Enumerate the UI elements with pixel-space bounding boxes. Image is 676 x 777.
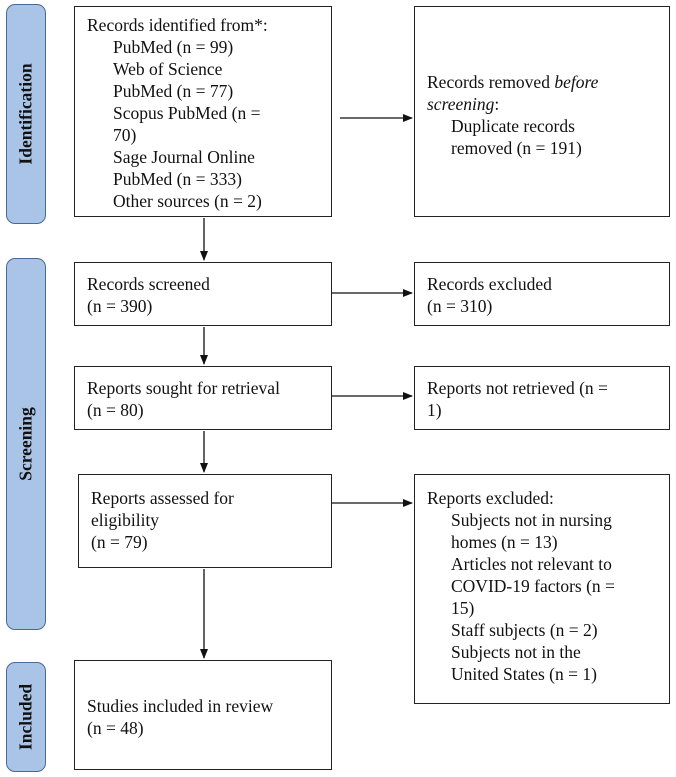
reports-assessed-label: Reports assessed for bbox=[91, 488, 234, 508]
records-removed-title-2: screening: bbox=[427, 93, 499, 115]
records-excluded-label: Records excluded bbox=[427, 274, 552, 294]
stage-screening: Screening bbox=[6, 258, 46, 630]
reports-excluded-title: Reports excluded: bbox=[427, 488, 554, 508]
reports-excluded-item: homes (n = 13) bbox=[451, 532, 558, 552]
records-excluded-count: (n = 310) bbox=[427, 296, 493, 316]
reports-sought-count: (n = 80) bbox=[87, 400, 144, 420]
source-line: Other sources (n = 2) bbox=[113, 191, 262, 211]
studies-included-count: (n = 48) bbox=[87, 718, 144, 738]
reports-excluded-box: Reports excluded: Subjects not in nursin… bbox=[414, 474, 670, 704]
reports-excluded-item: Subjects not in nursing bbox=[451, 510, 612, 530]
studies-included-box: Studies included in review (n = 48) bbox=[74, 660, 332, 770]
reports-not-retrieved-box: Reports not retrieved (n = 1) bbox=[414, 366, 670, 430]
source-line: Sage Journal Online bbox=[113, 147, 255, 167]
reports-not-retrieved-label: Reports not retrieved (n = bbox=[427, 378, 608, 398]
records-screened-label: Records screened bbox=[87, 274, 210, 294]
reports-excluded-item: Subjects not in the bbox=[451, 642, 581, 662]
reports-excluded-item: Staff subjects (n = 2) bbox=[451, 620, 598, 640]
reports-sought-box: Reports sought for retrieval (n = 80) bbox=[74, 366, 332, 430]
reports-sought-label: Reports sought for retrieval bbox=[87, 378, 280, 398]
stage-identification: Identification bbox=[6, 4, 46, 224]
records-removed-detail: removed (n = 191) bbox=[451, 138, 582, 158]
reports-assessed-box: Reports assessed for eligibility (n = 79… bbox=[78, 474, 332, 568]
records-removed-prefix: Records removed bbox=[427, 72, 555, 92]
reports-excluded-item: 15) bbox=[451, 598, 475, 618]
reports-excluded-item: COVID-19 factors (n = bbox=[451, 576, 615, 596]
source-line: Web of Science bbox=[113, 59, 223, 79]
source-line: PubMed (n = 77) bbox=[113, 81, 234, 101]
reports-not-retrieved-count: 1) bbox=[427, 400, 442, 420]
reports-excluded-item: Articles not relevant to bbox=[451, 554, 612, 574]
records-excluded-box: Records excluded (n = 310) bbox=[414, 262, 670, 326]
source-line: PubMed (n = 333) bbox=[113, 169, 242, 189]
source-line: 70) bbox=[113, 125, 137, 145]
records-removed-detail: Duplicate records bbox=[451, 116, 575, 136]
records-removed-emph2: screening bbox=[427, 94, 495, 114]
source-line: Scopus PubMed (n = bbox=[113, 103, 261, 123]
records-identified-box: Records identified from*: PubMed (n = 99… bbox=[74, 6, 332, 217]
records-removed-title: Records removed before bbox=[427, 71, 598, 93]
records-identified-title: Records identified from*: bbox=[87, 15, 268, 35]
records-removed-suffix: : bbox=[494, 94, 500, 114]
reports-assessed-label-2: eligibility bbox=[91, 510, 160, 530]
studies-included-label: Studies included in review bbox=[87, 696, 274, 716]
reports-assessed-count: (n = 79) bbox=[91, 532, 148, 552]
records-screened-count: (n = 390) bbox=[87, 296, 153, 316]
records-removed-box: Records removed before screening: Duplic… bbox=[414, 6, 670, 217]
stage-included: Included bbox=[6, 662, 46, 772]
reports-excluded-item: United States (n = 1) bbox=[451, 664, 597, 684]
records-removed-emph: before bbox=[554, 72, 599, 92]
source-line: PubMed (n = 99) bbox=[113, 37, 234, 57]
records-screened-box: Records screened (n = 390) bbox=[74, 262, 332, 326]
